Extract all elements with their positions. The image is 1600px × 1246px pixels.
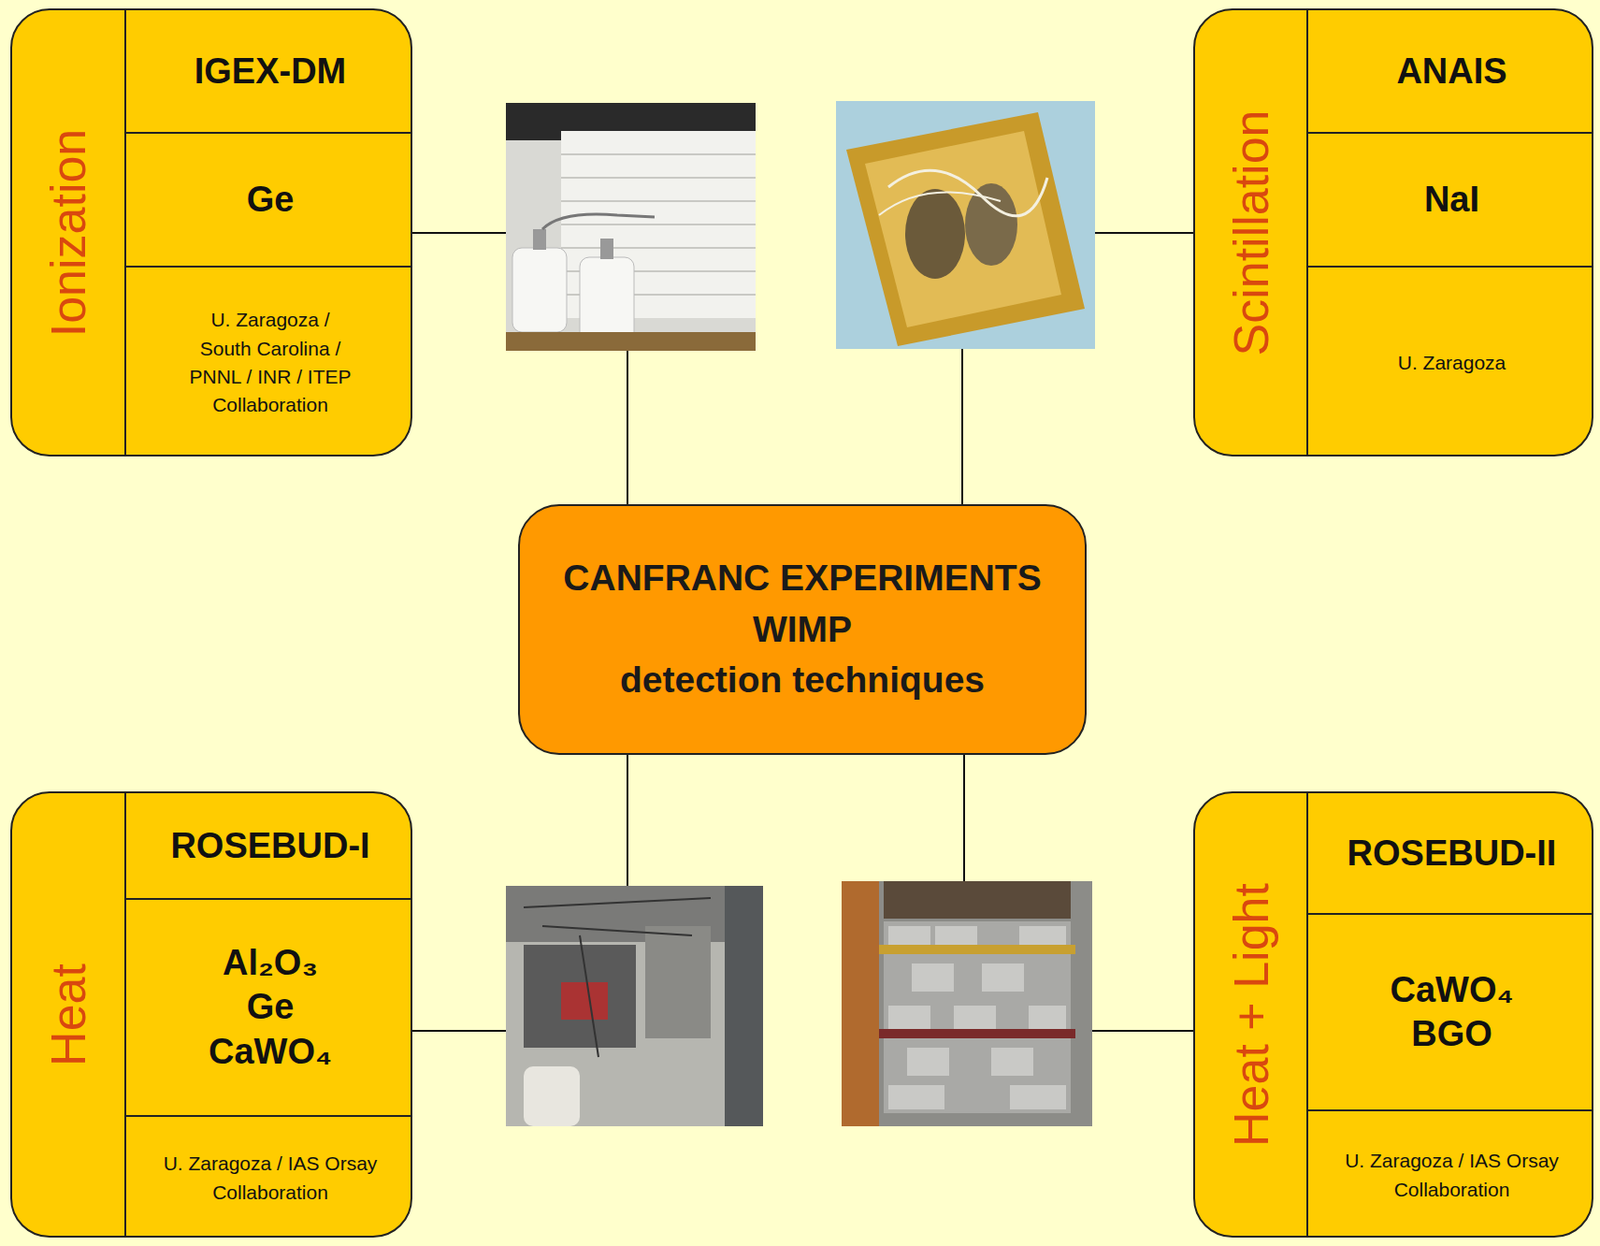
detector-material: NaI [1424, 177, 1480, 223]
material-cell: Ge [124, 131, 413, 266]
technique-column: Heat + Light [1195, 792, 1307, 1236]
collaboration-cell: U. Zaragoza [1306, 265, 1594, 457]
experiment-name-cell: ROSEBUD-II [1306, 792, 1594, 913]
central-title: CANFRANC EXPERIMENTS WIMP detection tech… [562, 552, 1041, 707]
experiment-name: ROSEBUD-I [170, 825, 370, 866]
technique-column: Scintillation [1195, 10, 1307, 455]
material-cell: CaWO₄ BGO [1306, 912, 1594, 1110]
technique-label: Ionization [40, 128, 97, 337]
collaboration-cell: U. Zaragoza / IAS Orsay Collaboration [124, 1114, 413, 1238]
experiment-name-cell: ROSEBUD-I [124, 792, 413, 898]
material-cell: Al₂O₃ Ge CaWO₄ [124, 897, 413, 1115]
photo-lead-shielding [841, 880, 1093, 1126]
collaboration-cell: U. Zaragoza / South Carolina / PNNL / IN… [124, 265, 413, 457]
experiment-name: ROSEBUD-II [1347, 833, 1557, 874]
material-cell: NaI [1306, 131, 1594, 266]
collaboration-cell: U. Zaragoza / IAS Orsay Collaboration [1306, 1109, 1594, 1238]
technique-label: Scintillation [1223, 109, 1280, 356]
experiment-box: Ionization IGEX-DM Ge U. Zaragoza / South C… [10, 8, 413, 457]
experiment-box: Heat ROSEBUD-I Al₂O₃ Ge CaWO₄ U. Zaragoza /… [10, 791, 413, 1238]
collaboration-text: U. Zaragoza / IAS Orsay Collaboration [1344, 1146, 1559, 1204]
collaboration-text: U. Zaragoza / South Carolina / PNNL / IN… [188, 305, 351, 420]
technique-column: Ionization [12, 10, 125, 455]
experiment-name: IGEX-DM [194, 51, 347, 92]
photo-bolometer-cryostat [505, 885, 764, 1126]
photo-germanium-setup [505, 102, 756, 351]
technique-column: Heat [12, 792, 125, 1236]
experiment-name: ANAIS [1396, 51, 1507, 92]
photo-nai-scintillator [836, 100, 1096, 349]
experiment-name-cell: ANAIS [1306, 10, 1594, 132]
experiment-box: Scintillation ANAIS NaI U. Zaragoza [1193, 8, 1594, 457]
technique-label: Heat + Light [1223, 882, 1280, 1147]
central-box: CANFRANC EXPERIMENTS WIMP detection tech… [518, 504, 1087, 755]
detector-material: CaWO₄ BGO [1389, 967, 1514, 1057]
detector-material: Ge [246, 177, 295, 223]
collaboration-text: U. Zaragoza / IAS Orsay Collaboration [163, 1149, 378, 1207]
detector-material: Al₂O₃ Ge CaWO₄ [208, 940, 332, 1075]
experiment-name-cell: IGEX-DM [124, 10, 413, 132]
experiment-box: Heat + Light ROSEBUD-II CaWO₄ BGO U. Zarago… [1193, 791, 1594, 1238]
collaboration-text: U. Zaragoza [1398, 348, 1507, 377]
technique-label: Heat [40, 963, 97, 1067]
